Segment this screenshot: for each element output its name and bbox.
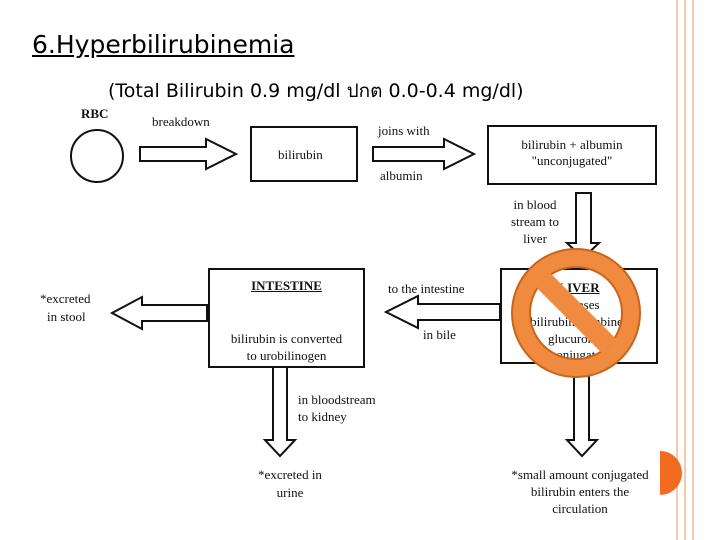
kidney-line1: in bloodstream bbox=[298, 392, 376, 407]
unconjugated-line1: bilirubin + albumin bbox=[521, 137, 623, 152]
kidney-line2: to kidney bbox=[298, 409, 347, 424]
unconjugated-line2: "unconjugated" bbox=[531, 153, 613, 168]
arrow-breakdown bbox=[139, 137, 239, 171]
bilirubin-box bbox=[250, 126, 358, 182]
intestine-title: INTESTINE bbox=[251, 278, 322, 293]
circulation-line1: *small amount conjugated bbox=[511, 467, 649, 482]
frame-line-left bbox=[676, 0, 678, 540]
prohibition-ring bbox=[510, 248, 642, 378]
stool-line1: *excreted bbox=[40, 291, 91, 306]
unconjugated-box bbox=[487, 125, 657, 185]
arrow-to-intestine bbox=[383, 294, 501, 330]
to-intestine-label: to the intestine bbox=[388, 281, 465, 296]
stool-line2: in stool bbox=[47, 309, 86, 324]
liver-title: LIVER bbox=[558, 280, 600, 295]
rbc-label: RBC bbox=[81, 106, 109, 121]
frame-line-outer bbox=[692, 0, 694, 540]
bilirubin-label: bilirubin bbox=[278, 147, 323, 162]
blood-line1: in blood bbox=[513, 197, 557, 212]
joins-with-label: joins with bbox=[378, 123, 430, 138]
breakdown-label: breakdown bbox=[152, 114, 210, 129]
circulation-line3: circulation bbox=[552, 501, 608, 516]
frame-line-right bbox=[684, 0, 686, 540]
rbc-circle bbox=[70, 129, 124, 183]
blood-line3: liver bbox=[523, 231, 547, 246]
blood-line2: stream to bbox=[510, 214, 559, 229]
urine-line2: urine bbox=[276, 485, 304, 500]
arrow-joins bbox=[372, 137, 477, 171]
in-bile-label: in bile bbox=[423, 327, 456, 342]
intestine-box bbox=[208, 268, 365, 368]
albumin-label: albumin bbox=[380, 168, 423, 183]
slide-subtitle: (Total Bilirubin 0.9 mg/dl ปกต 0.0-0.4 m… bbox=[108, 80, 524, 102]
arrow-to-kidney bbox=[262, 361, 298, 458]
intestine-line1: bilirubin is converted bbox=[230, 331, 343, 346]
circulation-line2: bilirubin enters the bbox=[530, 484, 630, 499]
urine-line1: *excreted in bbox=[258, 467, 322, 482]
intestine-line2: to urobilinogen bbox=[246, 348, 327, 363]
arrow-to-stool bbox=[109, 295, 208, 331]
prohibition-bar bbox=[535, 272, 617, 354]
slide-title: 6.Hyperbilirubinemia bbox=[32, 30, 295, 59]
